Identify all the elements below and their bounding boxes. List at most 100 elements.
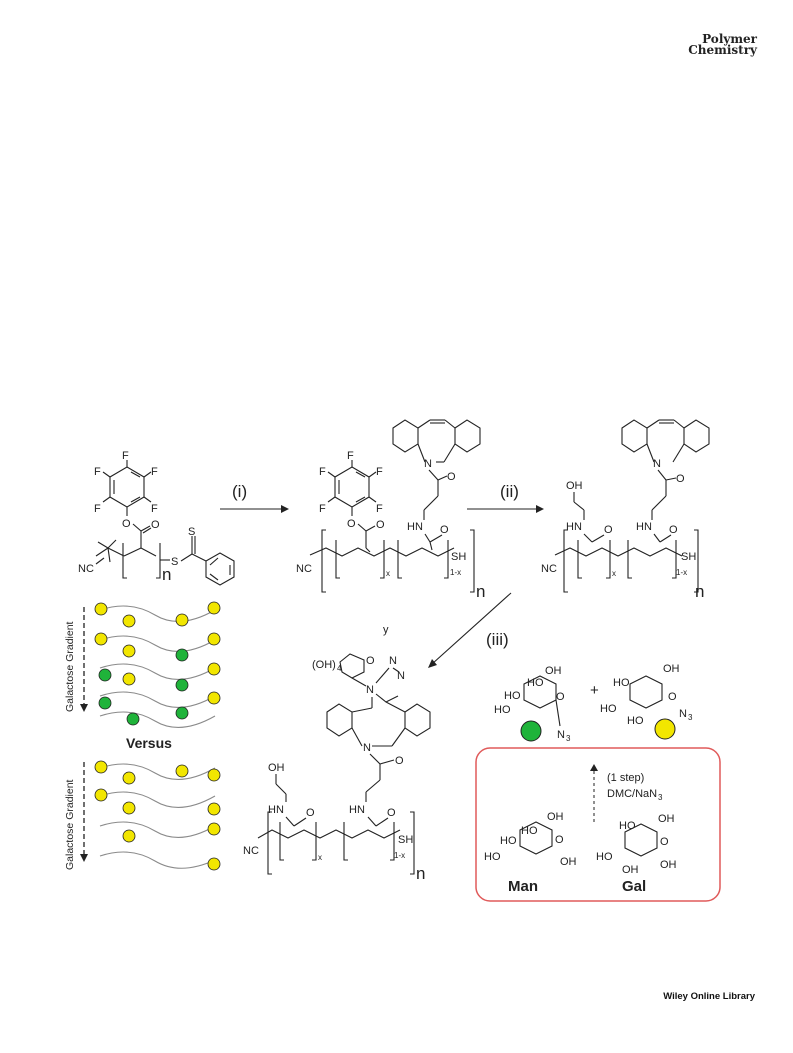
atom-O: O bbox=[151, 519, 160, 531]
mannose-bead bbox=[126, 712, 140, 726]
galactose-bead bbox=[207, 768, 221, 782]
atom-N: N bbox=[424, 458, 432, 470]
galactose-bead bbox=[122, 614, 136, 628]
arrow-step-ii: (ii) bbox=[467, 482, 544, 513]
subscript-n: n bbox=[695, 582, 704, 601]
atom-OH: OH bbox=[268, 762, 285, 774]
atom-O: O bbox=[306, 807, 315, 819]
polymer-chain bbox=[99, 691, 216, 708]
atom-HO: HO bbox=[627, 715, 644, 727]
copolymer-pfp-dbco: F F F F F O O N O HN O NC bbox=[296, 419, 485, 601]
atom-O: O bbox=[395, 755, 404, 767]
atom-HN: HN bbox=[636, 521, 652, 533]
journal-name-line1: Polymer bbox=[702, 32, 757, 46]
subscript-x: x bbox=[612, 569, 616, 578]
atom-OH: OH bbox=[658, 813, 675, 825]
polymer-chain bbox=[99, 821, 216, 838]
atom-O: O bbox=[556, 691, 565, 703]
atom-HO: HO bbox=[500, 835, 517, 847]
atom-HN: HN bbox=[407, 521, 423, 533]
polymer-chain bbox=[99, 635, 216, 652]
atom-O: O bbox=[660, 836, 669, 848]
atom-F: F bbox=[122, 450, 129, 462]
atom-N: N bbox=[366, 684, 374, 696]
journal-name: Polymer Chemistry bbox=[688, 32, 757, 57]
atom-N: N bbox=[397, 670, 405, 682]
atom-HO: HO bbox=[613, 677, 630, 689]
inset-step-label: (1 step) bbox=[607, 772, 644, 784]
atom-S: S bbox=[171, 556, 178, 568]
galactose-bead bbox=[122, 801, 136, 815]
atom-O: O bbox=[387, 807, 396, 819]
atom-N3: N bbox=[557, 729, 565, 741]
mannose-bead bbox=[175, 648, 189, 662]
subscript-n: n bbox=[476, 582, 485, 601]
arrow-step-i: (i) bbox=[220, 482, 289, 513]
galactose-bead bbox=[122, 672, 136, 686]
mannose-bead bbox=[98, 668, 112, 682]
atom-HN: HN bbox=[268, 804, 284, 816]
atom-O: O bbox=[676, 473, 685, 485]
inset-reagent-subscript: 3 bbox=[658, 793, 663, 802]
atom-HO: HO bbox=[494, 704, 511, 716]
atom-NC: NC bbox=[296, 563, 312, 575]
step-ii-label: (ii) bbox=[500, 482, 519, 501]
atom-SH: SH bbox=[681, 551, 696, 563]
galactose-bead bbox=[94, 788, 108, 802]
atom-O: O bbox=[347, 518, 356, 530]
gradient-legend: Galactose Gradient Versus Galactose Grad… bbox=[64, 601, 221, 871]
atom-OH4: (OH) bbox=[312, 659, 336, 671]
atom-HO: HO bbox=[600, 703, 617, 715]
copolymer-hydroxyethyl-dbco: N O HN O OH HN O NC x 1-x SH n bbox=[541, 419, 710, 601]
galactose-bead bbox=[122, 829, 136, 843]
atom-O: O bbox=[122, 518, 131, 530]
mannose-bead bbox=[98, 696, 112, 710]
atom-HN: HN bbox=[566, 521, 582, 533]
atom-O: O bbox=[447, 471, 456, 483]
atom-F: F bbox=[376, 466, 383, 478]
atom-NC: NC bbox=[541, 563, 557, 575]
galactose-bead bbox=[207, 662, 221, 676]
atom-F: F bbox=[319, 466, 326, 478]
mannose-azide: OH HO HO HO O N 3 bbox=[494, 665, 571, 743]
atom-OH: OH bbox=[663, 663, 680, 675]
mannose-marker bbox=[520, 720, 542, 742]
atom-OH: OH bbox=[560, 856, 577, 868]
atom-F: F bbox=[376, 503, 383, 515]
atom-N: N bbox=[363, 742, 371, 754]
synthesis-inset: (1 step) DMC/NaN 3 OH HO HO HO O OH Man … bbox=[475, 747, 721, 902]
atom-NC: NC bbox=[243, 845, 259, 857]
galactose-bead bbox=[94, 760, 108, 774]
polymer-chain bbox=[99, 791, 216, 808]
versus-label: Versus bbox=[126, 735, 172, 751]
galactose-bead bbox=[94, 602, 108, 616]
subscript-n: n bbox=[416, 864, 425, 883]
atom-OH: OH bbox=[547, 811, 564, 823]
atom-N3-subscript: 3 bbox=[688, 713, 693, 722]
galactose-bead bbox=[207, 822, 221, 836]
inset-reagent: DMC/NaN bbox=[607, 788, 657, 800]
glycopolymer-product: (OH) 4 O N N N N O HN O OH HN bbox=[243, 653, 431, 883]
label-y: y bbox=[383, 624, 389, 636]
mannose-bead bbox=[175, 706, 189, 720]
subscript-1-x: 1-x bbox=[394, 851, 405, 860]
subscript-x: x bbox=[318, 853, 322, 862]
atom-N3-subscript: 3 bbox=[566, 734, 571, 743]
galactose-azide: OH HO HO HO O N 3 bbox=[600, 663, 693, 740]
atom-NC: NC bbox=[78, 563, 94, 575]
galactose-bead bbox=[207, 691, 221, 705]
plus-sign: + bbox=[590, 682, 599, 699]
atom-HO: HO bbox=[619, 820, 636, 832]
arrow-step-iii: (iii) y bbox=[383, 592, 512, 668]
atom-O: O bbox=[668, 691, 677, 703]
atom-N3: N bbox=[679, 708, 687, 720]
atom-O: O bbox=[669, 524, 678, 536]
step-iii-label: (iii) bbox=[486, 630, 509, 649]
journal-name-line2: Chemistry bbox=[688, 43, 757, 57]
atom-HO: HO bbox=[504, 690, 521, 702]
polymer-chain bbox=[99, 763, 216, 780]
atom-SH: SH bbox=[398, 834, 413, 846]
galactose-bead bbox=[207, 802, 221, 816]
atom-O: O bbox=[555, 834, 564, 846]
